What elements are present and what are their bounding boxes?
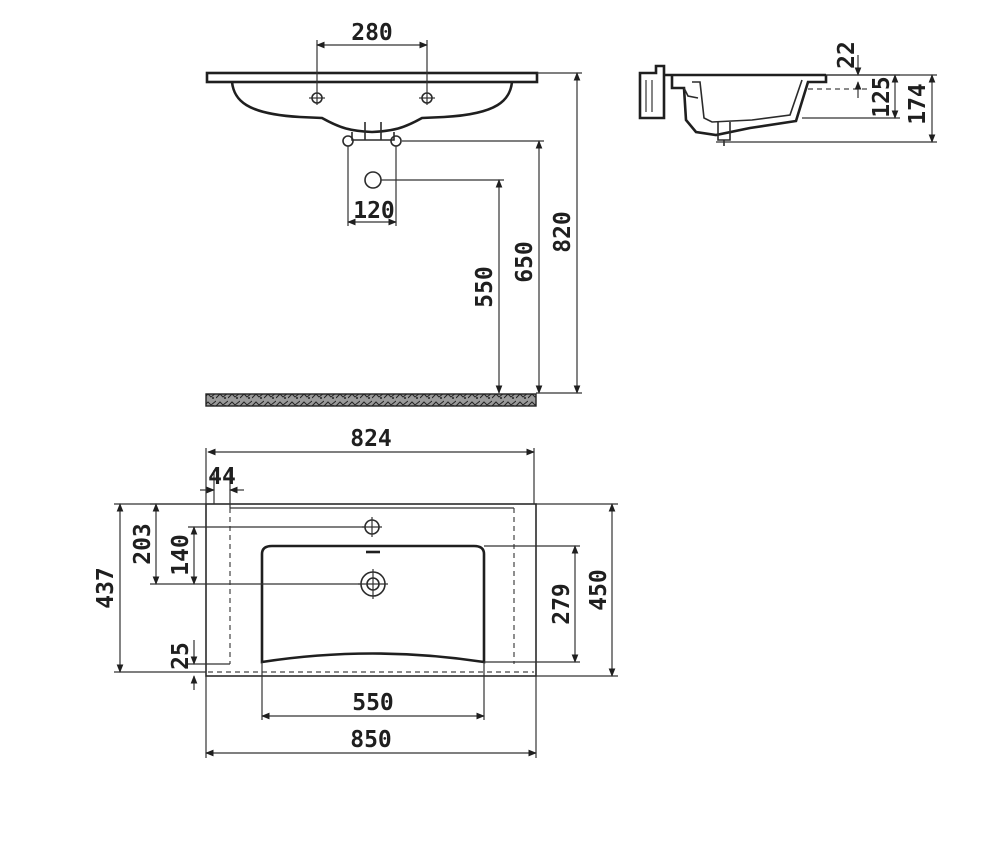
dim-174-label: 174	[905, 83, 931, 125]
dim-450-label: 450	[586, 569, 612, 611]
dim-279-label: 279	[549, 583, 575, 625]
plan-view: 824 44 203 140 437 25 279	[93, 426, 618, 758]
dim-44-label: 44	[208, 464, 236, 490]
dim-22-label: 22	[834, 41, 860, 69]
front-drain-pipe	[364, 171, 382, 189]
side-wall-bracket	[638, 64, 666, 120]
floor-hatch	[205, 393, 537, 407]
dim-25-label: 25	[168, 642, 194, 670]
side-drain	[717, 122, 731, 146]
dim-820-label: 820	[550, 211, 576, 253]
plan-outline	[205, 503, 537, 677]
side-overflow	[683, 87, 699, 99]
side-basin-outer	[670, 75, 828, 137]
dim-850-label: 850	[350, 727, 392, 753]
dim-650-label: 650	[512, 241, 538, 283]
plan-waste	[358, 569, 388, 599]
dim-125-label: 125	[869, 76, 895, 118]
front-waste-fix-left	[342, 135, 354, 147]
dim-120-label: 120	[353, 198, 395, 224]
plan-basin-bowl	[260, 544, 486, 664]
front-view: 280 120 550 650 820	[205, 20, 582, 407]
front-basin-rim	[205, 71, 539, 84]
dim-203-label: 203	[130, 523, 156, 565]
dim-437-label: 437	[93, 567, 119, 609]
side-basin-inner	[692, 79, 803, 123]
front-basin-body	[230, 81, 514, 134]
side-view: 22 125 174	[638, 41, 937, 146]
dim-550-label: 550	[472, 266, 498, 308]
dim-824-label: 824	[350, 426, 392, 452]
dim-280-label: 280	[351, 20, 393, 46]
dim-550-plan-label: 550	[352, 690, 394, 716]
front-waste-fix-right	[390, 135, 402, 147]
dim-140-label: 140	[168, 534, 194, 576]
